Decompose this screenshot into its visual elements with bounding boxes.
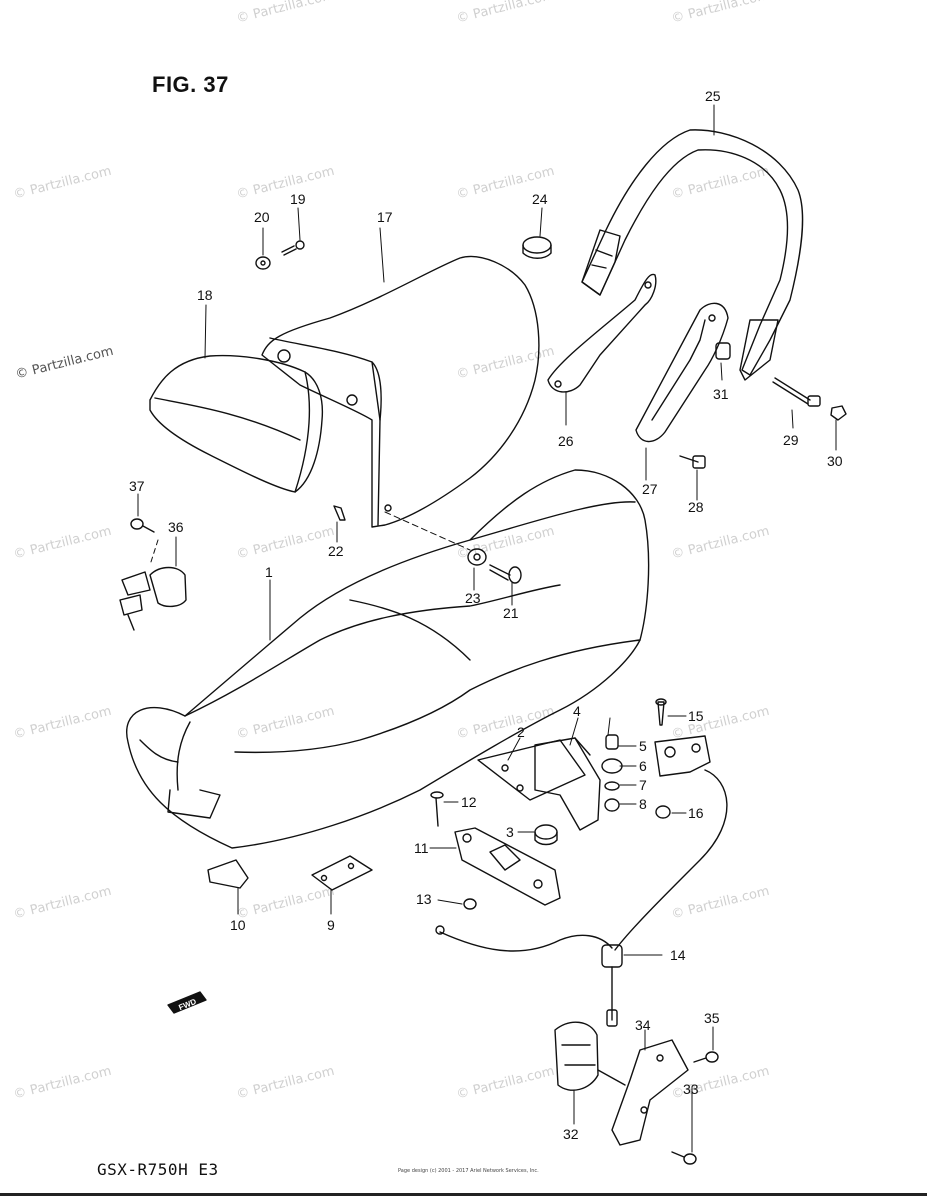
callout-34: 34	[635, 1017, 651, 1033]
seat-lock-part-32[interactable]	[554, 1021, 626, 1091]
callout-8: 8	[639, 796, 647, 812]
figure-title: FIG. 37	[152, 72, 229, 97]
washer-part-7[interactable]	[604, 781, 620, 791]
seat-part-1[interactable]	[126, 469, 650, 849]
callout-18: 18	[197, 287, 213, 303]
callout-17: 17	[377, 209, 393, 225]
screw-part-35[interactable]	[693, 1051, 719, 1063]
callout-20: 20	[254, 209, 270, 225]
callout-7: 7	[639, 777, 647, 793]
cushion-part-5[interactable]	[605, 734, 619, 750]
leader-lines	[137, 104, 837, 1153]
callout-21: 21	[503, 605, 519, 621]
callout-27: 27	[642, 481, 658, 497]
callout-15: 15	[688, 708, 704, 724]
screw-part-15[interactable]	[655, 698, 667, 726]
callout-10: 10	[230, 917, 246, 933]
seat-lock-cable-part-14[interactable]	[435, 769, 728, 1027]
callout-37: 37	[129, 478, 145, 494]
nut-part-8[interactable]	[604, 798, 620, 812]
callout-26: 26	[558, 433, 574, 449]
plate-part-9[interactable]	[311, 855, 373, 891]
bottom-rule	[0, 1193, 927, 1196]
callout-35: 35	[704, 1010, 720, 1026]
callout-11: 11	[414, 840, 429, 856]
callout-19: 19	[290, 191, 306, 207]
callout-31: 31	[713, 386, 729, 402]
callout-1: 1	[265, 564, 273, 580]
washer-part-20[interactable]	[255, 256, 271, 270]
callout-4: 4	[573, 703, 581, 719]
callout-3: 3	[506, 824, 514, 840]
spacer-part-31[interactable]	[715, 342, 731, 360]
callout-2: 2	[517, 724, 525, 740]
screw-part-37[interactable]	[130, 518, 155, 533]
callout-14: 14	[670, 947, 686, 963]
bracket-part-34[interactable]	[611, 1039, 689, 1146]
callout-30: 30	[827, 453, 843, 469]
callout-28: 28	[688, 499, 704, 515]
callout-5: 5	[639, 738, 647, 754]
clip-part-22[interactable]	[333, 505, 346, 521]
callout-13: 13	[416, 891, 432, 907]
bracket-part-27[interactable]	[635, 302, 729, 443]
callout-36: 36	[168, 519, 184, 535]
nut-part-30[interactable]	[830, 405, 847, 421]
bolt-part-29[interactable]	[772, 377, 821, 407]
callout-6: 6	[639, 758, 647, 774]
nut-part-16[interactable]	[655, 805, 671, 819]
callout-22: 22	[328, 543, 344, 559]
seat-cowl-part-17[interactable]	[261, 255, 540, 528]
screw-part-19[interactable]	[281, 240, 305, 256]
washer-part-23[interactable]	[467, 548, 487, 566]
bracket-part-2[interactable]	[477, 739, 586, 801]
bracket-part-26[interactable]	[547, 273, 657, 393]
screw-part-33[interactable]	[671, 1151, 697, 1165]
callout-29: 29	[783, 432, 799, 448]
callout-33: 33	[683, 1081, 699, 1097]
callout-25: 25	[705, 88, 721, 104]
bracket-part-4[interactable]	[534, 737, 601, 831]
copyright-text: Page design (c) 2001 - 2017 Ariel Networ…	[398, 1168, 539, 1174]
fwd-arrow-icon	[167, 991, 207, 1014]
lock-base-part-11[interactable]	[454, 827, 561, 906]
callout-16: 16	[688, 805, 704, 821]
seat-pad-part-18[interactable]	[149, 354, 324, 493]
bolt-part-28[interactable]	[679, 455, 706, 469]
lock-plate[interactable]	[654, 735, 711, 777]
model-label: GSX-R750H E3	[97, 1160, 219, 1179]
lock-part-36[interactable]	[119, 566, 187, 631]
callout-24: 24	[532, 191, 548, 207]
grab-rail-part-25[interactable]	[581, 129, 804, 381]
pad-part-10[interactable]	[207, 859, 249, 889]
callout-23: 23	[465, 590, 481, 606]
screw-part-12[interactable]	[430, 791, 444, 827]
bolt-part-21[interactable]	[489, 564, 522, 584]
callout-32: 32	[563, 1126, 579, 1142]
nut-part-13[interactable]	[463, 898, 477, 910]
cushion-part-6[interactable]	[601, 758, 623, 774]
cushion-part-3[interactable]	[534, 824, 558, 846]
callout-layer: 1 2 3 4 5 6 7 8 9 10 11 12 13 14 15 16 1…	[129, 88, 843, 1142]
callout-12: 12	[461, 794, 477, 810]
callout-9: 9	[327, 917, 335, 933]
grommet-part-24[interactable]	[522, 236, 552, 259]
